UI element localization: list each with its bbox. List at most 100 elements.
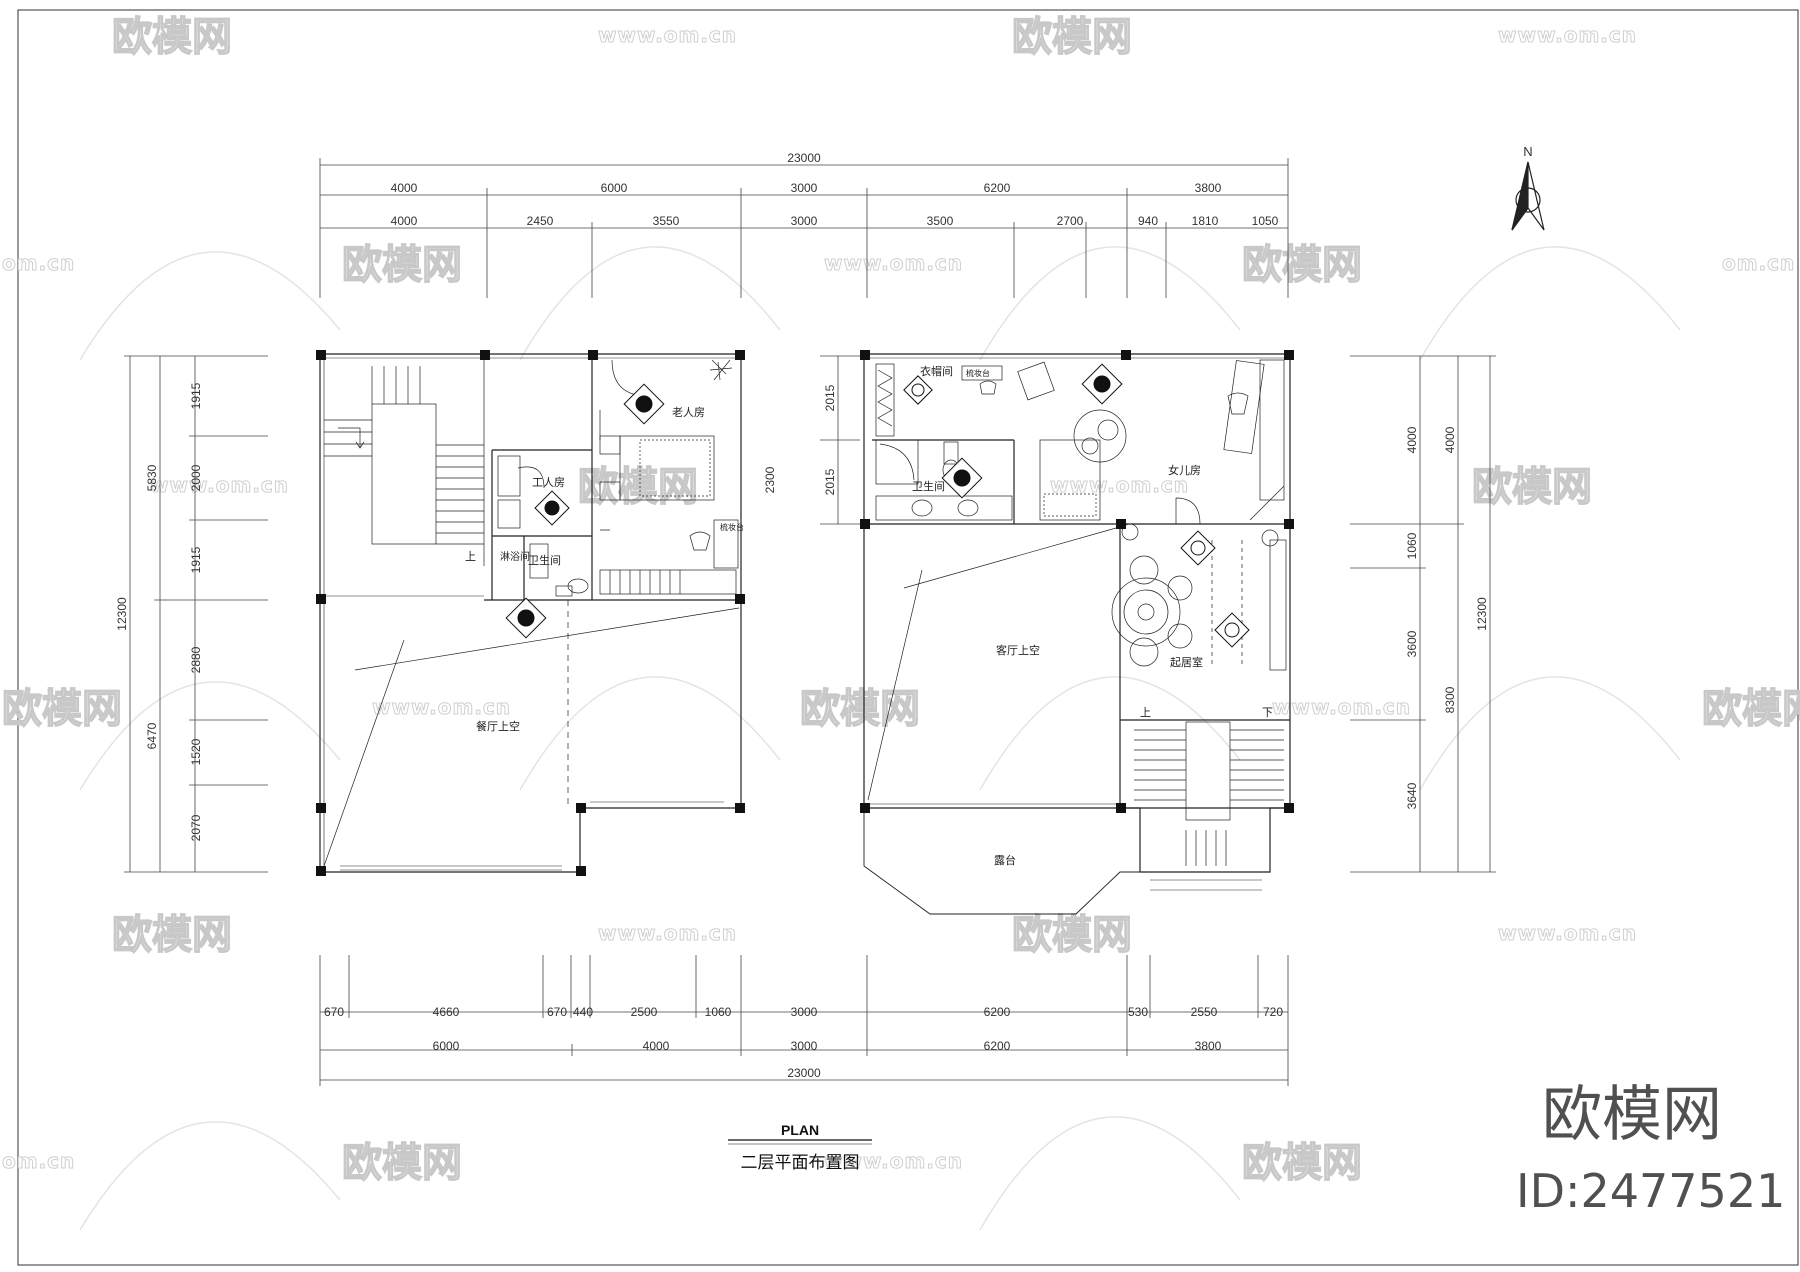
drawing-title-en: PLAN [780, 1122, 820, 1138]
left-staircase [324, 360, 485, 566]
dim-label: 670 [547, 1005, 567, 1019]
servant-bath-fixtures [497, 455, 589, 597]
dim-label: 6200 [984, 181, 1011, 195]
dim-label: 4000 [1405, 426, 1419, 453]
watermark-big-logo: 欧模网 [1542, 1080, 1722, 1150]
sheet-border [17, 9, 1799, 1266]
watermark-logo: 欧模网 [342, 242, 462, 288]
room-label-servant: 工人房 [532, 476, 565, 489]
room-label-daughter: 女儿房 [1168, 463, 1201, 477]
dim-label: 2015 [823, 468, 837, 495]
watermark-url: www.om.cn [598, 921, 737, 945]
daughter-room-furniture [1039, 359, 1285, 525]
watermark-logo: 欧模网 [342, 1140, 462, 1186]
dim-label: 6200 [984, 1039, 1011, 1053]
room-label-living-void: 客厅上空 [996, 643, 1040, 657]
dim-label: 5830 [145, 464, 159, 491]
dim-label: 1060 [705, 1005, 732, 1019]
dim-label: 4000 [643, 1039, 670, 1053]
left-columns [316, 350, 745, 876]
dim-bottom-total: 23000 [787, 1066, 821, 1080]
dim-label: 1060 [1405, 532, 1419, 559]
room-label-family: 起居室 [1170, 655, 1203, 669]
watermark-logo: 欧模网 [112, 14, 232, 60]
dim-label: 2000 [189, 464, 203, 491]
elder-room-furniture [599, 359, 739, 595]
drawing-title-cn: 二层平面布置图 [740, 1153, 860, 1173]
watermark-logo: 欧模网 [1242, 242, 1362, 288]
room-label-bath-right: 卫生间 [912, 479, 945, 493]
watermark-url: www.om.cn [150, 473, 289, 497]
dim-label: 3500 [927, 214, 954, 228]
dim-label: 2070 [189, 814, 203, 841]
watermark-url: om.cn [2, 1149, 75, 1173]
watermark-logo: 欧模网 [578, 464, 698, 510]
dim-top-total: 23000 [787, 151, 821, 165]
dim-label: 6000 [601, 181, 628, 195]
dim-label: 3000 [791, 181, 818, 195]
dim-label: 3600 [1405, 630, 1419, 657]
dim-left-total: 12300 [115, 597, 129, 631]
watermark-url: om.cn [2, 251, 75, 275]
watermark-logo: 欧模网 [1702, 686, 1800, 732]
room-label-balcony: 露台 [994, 853, 1016, 867]
family-room-furniture [1111, 523, 1287, 671]
watermark-logo: 欧模网 [800, 686, 920, 732]
balcony-outline [863, 808, 1140, 915]
dim-label: 3000 [791, 1039, 818, 1053]
watermark-url: www.om.cn [824, 1149, 963, 1173]
dimension-labels: 23000 4000 6000 3000 6200 3800 4000 2450… [115, 151, 1489, 1080]
dim-label: 2550 [1191, 1005, 1218, 1019]
dim-label: 720 [1263, 1005, 1283, 1019]
dim-label: 2700 [1057, 214, 1084, 228]
watermark-url: www.om.cn [824, 251, 963, 275]
dim-label: 1915 [189, 382, 203, 409]
north-label: N [1523, 144, 1532, 159]
dim-label: 3550 [653, 214, 680, 228]
dim-label: 8300 [1443, 686, 1457, 713]
room-label-up-left: 上 [465, 550, 476, 563]
dim-label: 2450 [527, 214, 554, 228]
dim-label: 1915 [189, 546, 203, 573]
right-staircase [1134, 721, 1284, 866]
watermark-logo: 欧模网 [2, 686, 122, 732]
dim-label: 2015 [823, 384, 837, 411]
dim-label: 6470 [145, 722, 159, 749]
room-label-closet: 衣帽间 [920, 364, 953, 378]
dim-label: 1520 [189, 738, 203, 765]
closet-fixtures [875, 361, 1055, 437]
dim-label: 2500 [631, 1005, 658, 1019]
dim-label: 6200 [984, 1005, 1011, 1019]
dim-label: 6000 [433, 1039, 460, 1053]
left-plan: 上 老人房 梳妆台 [316, 350, 745, 876]
watermark-url: www.om.cn [1272, 695, 1411, 719]
watermark-logo: 欧模网 [1012, 912, 1132, 958]
room-label-up-right: 上 [1140, 706, 1151, 719]
dim-label: 4000 [1443, 426, 1457, 453]
room-label-shower: 淋浴间 [500, 550, 530, 563]
dim-label: 2300 [763, 466, 777, 493]
watermark-logo: 欧模网 [1012, 14, 1132, 60]
room-label-dining-void: 餐厅上空 [476, 719, 520, 733]
watermark-logo: 欧模网 [1242, 1140, 1362, 1186]
dim-label: 2880 [189, 646, 203, 673]
dim-label: 3640 [1405, 782, 1419, 809]
room-label-dressing-left: 梳妆台 [720, 522, 744, 532]
dim-label: 530 [1128, 1005, 1148, 1019]
dim-label: 4000 [391, 181, 418, 195]
dim-label: 3000 [791, 1005, 818, 1019]
watermark-layer: 欧模网 www.om.cn 欧模网 www.om.cn om.cn 欧模网 ww… [1, 13, 1800, 1231]
dim-label: 4660 [433, 1005, 460, 1019]
watermark-url: www.om.cn [1050, 473, 1189, 497]
watermark-logo: 欧模网 [1472, 464, 1592, 510]
dim-label: 1050 [1252, 214, 1279, 228]
dim-right-total: 12300 [1475, 597, 1489, 631]
watermark-url: om.cn [1722, 251, 1795, 275]
dim-label: 3800 [1195, 181, 1222, 195]
elevation-markers [505, 363, 1250, 648]
watermark-url: www.om.cn [1498, 921, 1637, 945]
room-label-elder: 老人房 [672, 406, 705, 419]
dimension-lines [124, 158, 1496, 1086]
right-plan-outline [863, 353, 1291, 873]
